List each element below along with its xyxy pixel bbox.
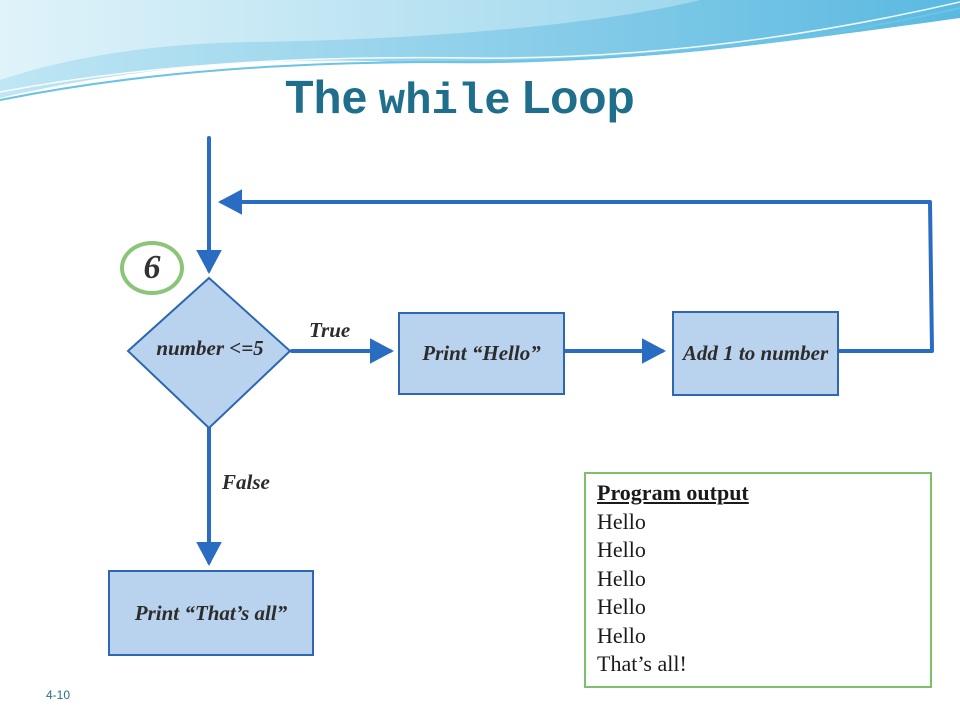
true-label: True bbox=[309, 318, 351, 342]
output-line: That’s all! bbox=[597, 651, 687, 677]
header-wave-decoration bbox=[0, 0, 960, 101]
decision-condition: number <=5 bbox=[156, 336, 264, 360]
counter-badge: 6 bbox=[120, 241, 184, 295]
decision-diamond bbox=[126, 276, 292, 430]
loop-back-arrow bbox=[218, 189, 934, 353]
title-prefix: The bbox=[285, 71, 368, 123]
output-line: Hello bbox=[597, 537, 646, 563]
title-suffix: Loop bbox=[522, 71, 635, 123]
slide-number: 4-10 bbox=[46, 688, 71, 702]
add-one-box: Add 1 to number bbox=[672, 311, 839, 396]
slide-title: The while Loop bbox=[0, 70, 920, 127]
print-hello-box: Print “Hello” bbox=[398, 312, 565, 395]
output-line: Hello bbox=[597, 622, 646, 648]
program-output-title: Program output bbox=[597, 480, 749, 505]
print-thats-all-box: Print “That’s all” bbox=[108, 570, 314, 656]
output-line: Hello bbox=[597, 508, 646, 534]
title-code-keyword: while bbox=[378, 77, 511, 127]
false-label: False bbox=[222, 470, 270, 494]
program-output-panel: Program output Hello Hello Hello Hello H… bbox=[584, 472, 932, 688]
output-line: Hello bbox=[597, 594, 646, 620]
output-line: Hello bbox=[597, 565, 646, 591]
